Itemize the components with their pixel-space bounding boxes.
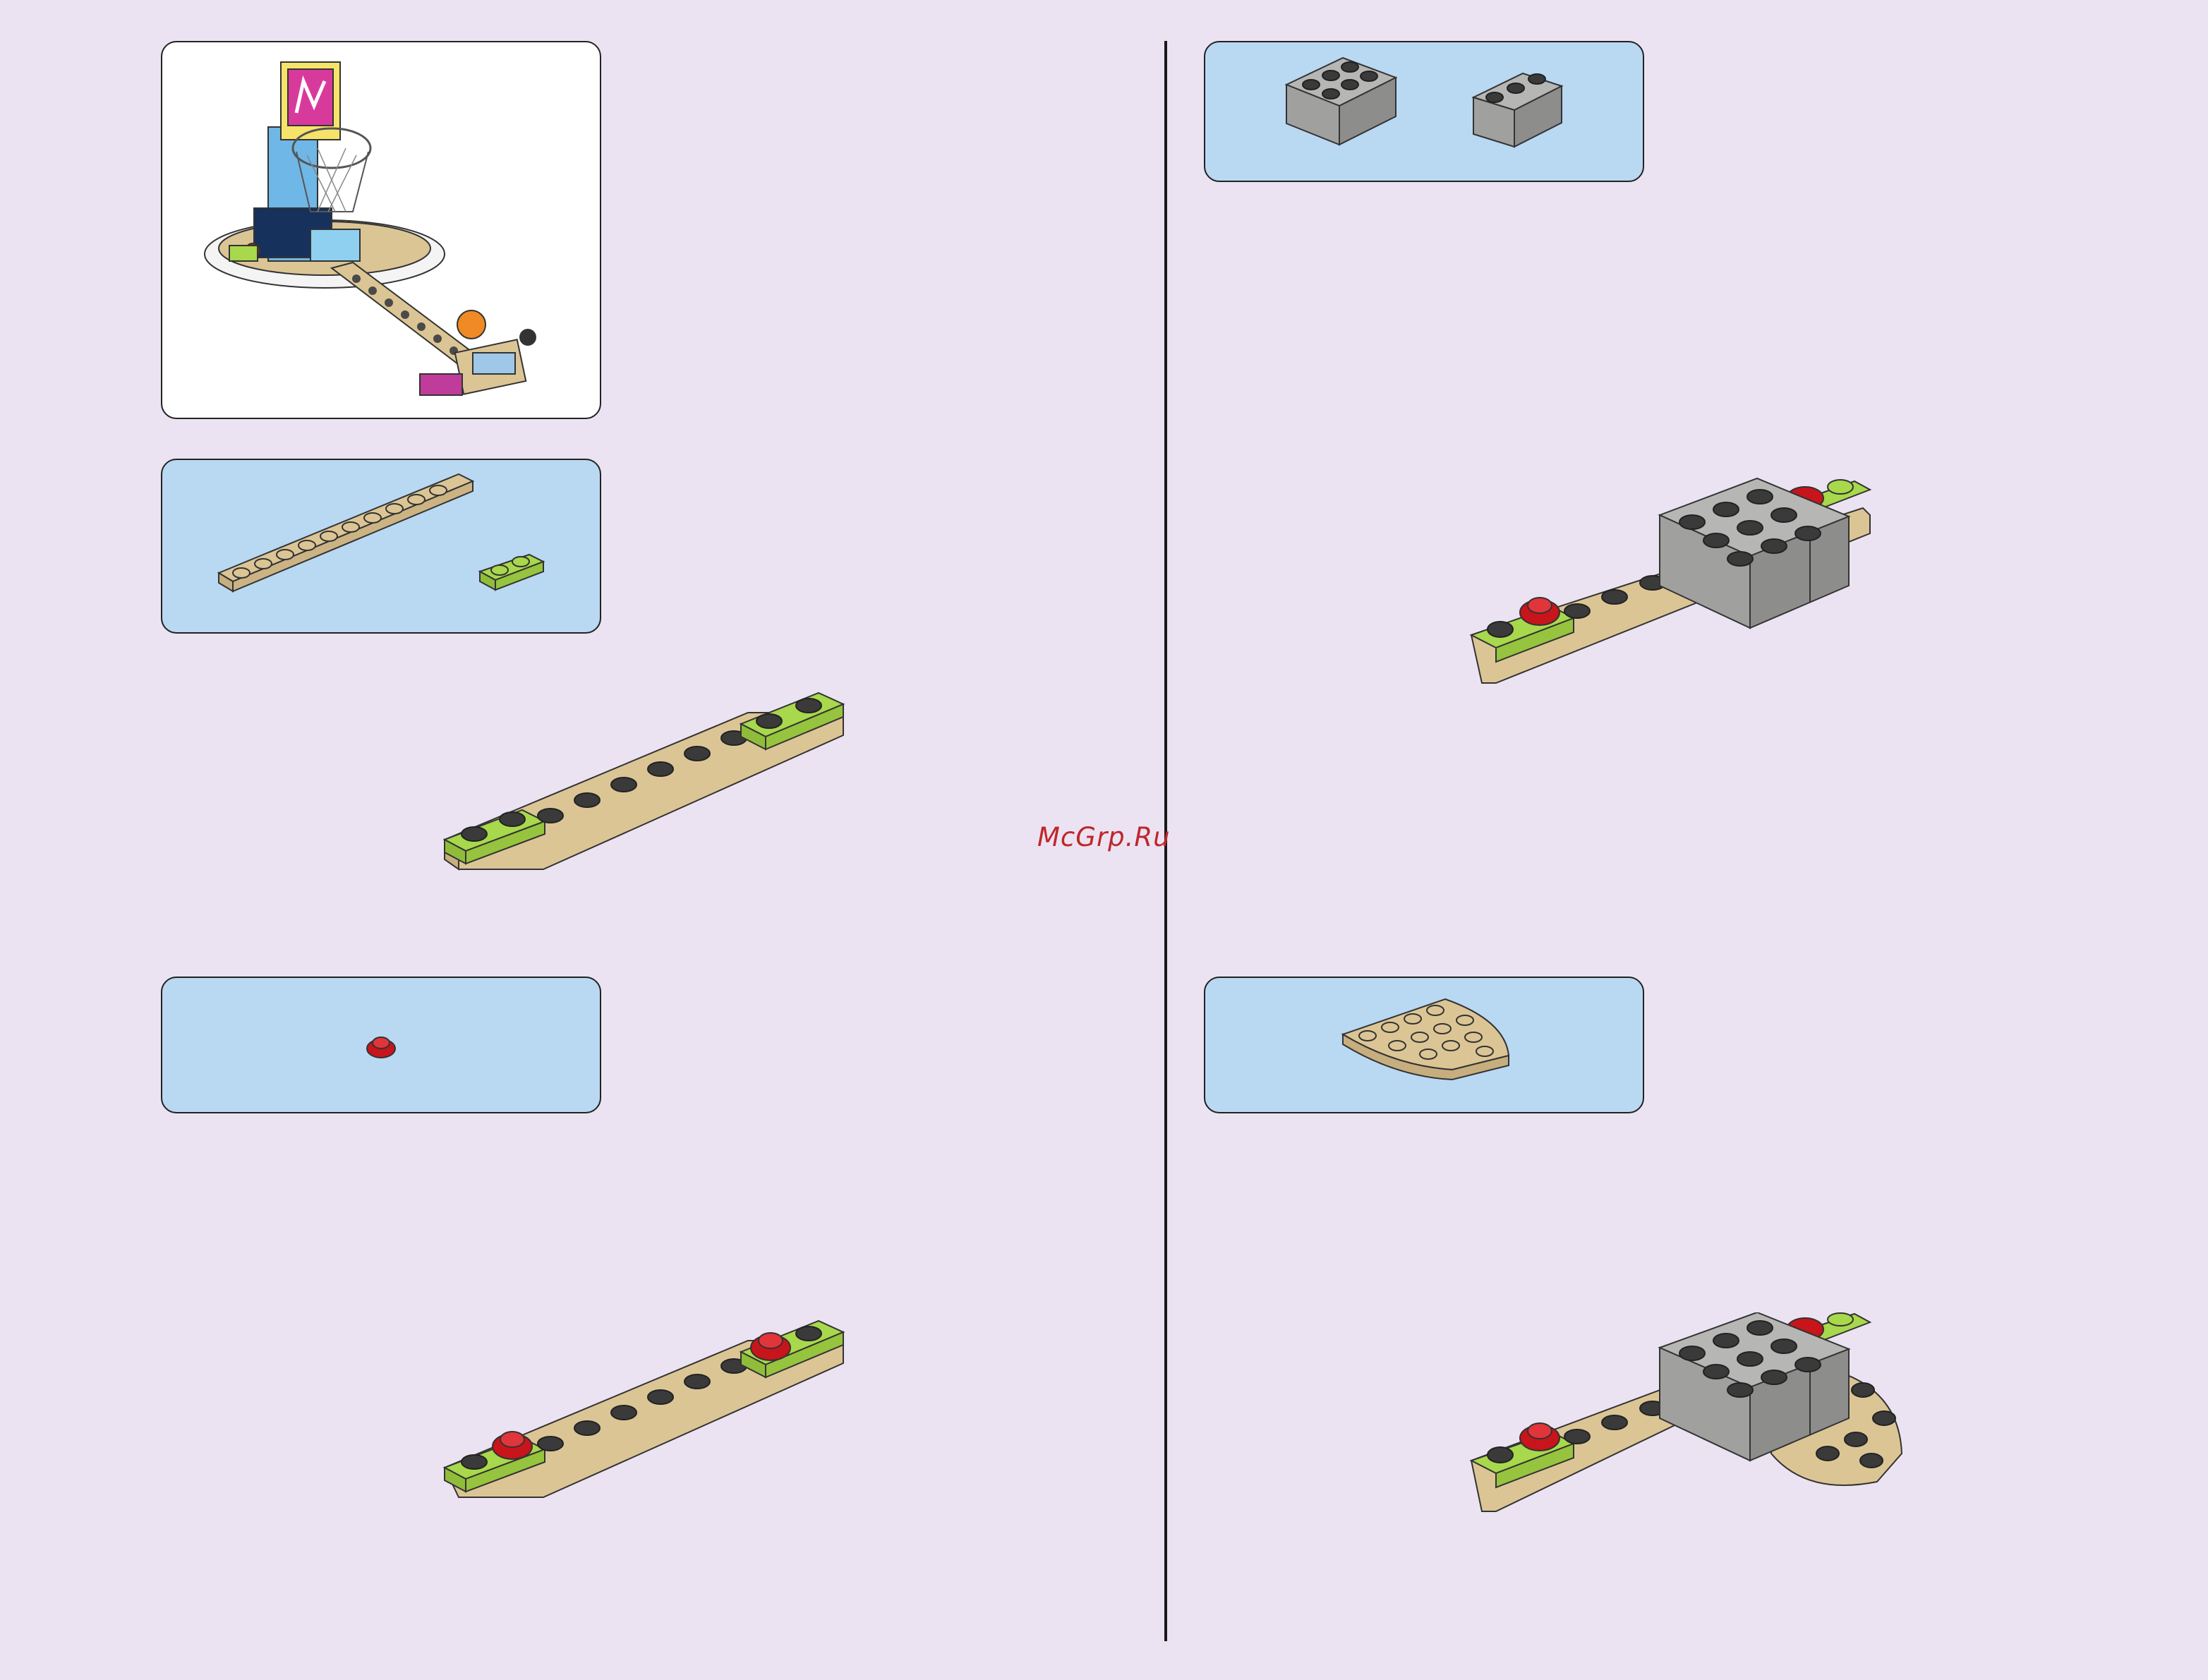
model-step-a	[438, 684, 847, 896]
gray-brick-1x3-icon	[1473, 73, 1562, 147]
parts-list-step-b	[161, 977, 601, 1113]
watermark: McGrp.Ru	[1037, 822, 1171, 852]
parts-list-step-d	[1204, 977, 1644, 1113]
gray-brick-2x3-icon	[1286, 58, 1396, 145]
parts-illustration	[162, 460, 600, 632]
parts-list-step-c	[1204, 41, 1644, 182]
model-step-c	[1468, 473, 1877, 691]
basketball-hoop-model-icon	[162, 42, 600, 418]
plate-assembly-icon	[438, 684, 847, 896]
tan-quarter-round-plate-icon	[1205, 978, 1643, 1112]
red-round-plate-1x1-icon	[162, 978, 600, 1112]
bricks-assembly-icon	[1468, 473, 1877, 691]
finished-model-panel	[161, 41, 601, 419]
lime-plate-1x2-icon	[480, 555, 543, 590]
quarter-round-assembly-icon	[1468, 1312, 1905, 1524]
gray-bricks-icon	[1205, 42, 1643, 181]
parts-list-step-a	[161, 459, 601, 634]
tan-plate-1x10-icon	[219, 474, 473, 591]
plate-assembly-red-icon	[438, 1312, 847, 1524]
model-step-d	[1468, 1312, 1905, 1524]
model-step-b	[438, 1312, 847, 1524]
